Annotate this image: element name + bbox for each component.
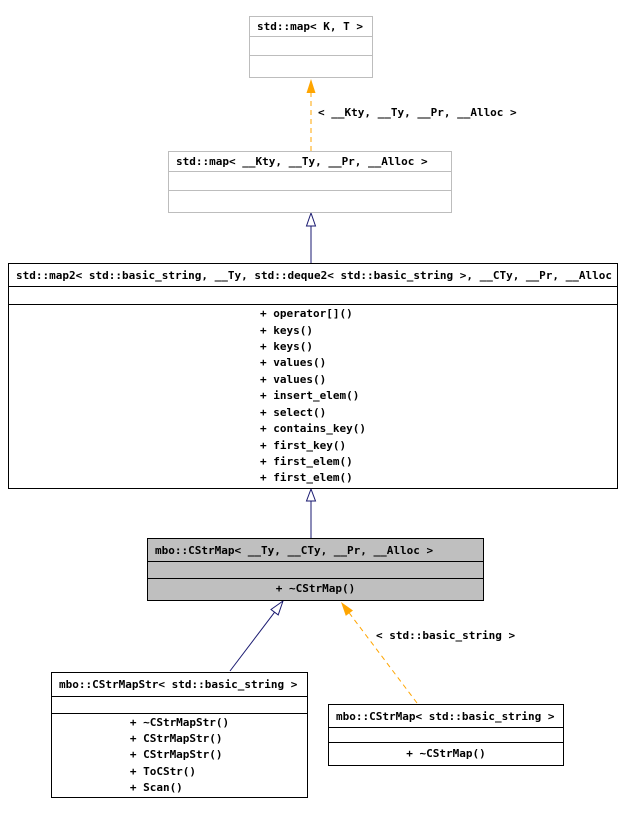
template-arrow-map-instantiation — [306, 79, 316, 151]
method-item: + ~CStrMap() — [275, 582, 356, 596]
methods-section — [169, 191, 451, 212]
method-item: + values() — [260, 356, 327, 370]
method-item: + operator[]() — [260, 307, 353, 321]
methods-section: + operator[]() + keys() + keys() + values()… — [9, 305, 617, 488]
method-item: + first_key() — [260, 438, 347, 452]
method-item: + CStrMapStr() — [129, 732, 223, 746]
method-item: + first_elem() — [260, 471, 353, 485]
method-item: + ~CStrMap() — [406, 746, 486, 760]
class-title: mbo::CStrMapStr< std::basic_string > — [52, 673, 307, 697]
methods-section: + ~CStrMap() — [329, 743, 563, 765]
template-args-label-map: < __Kty, __Ty, __Pr, __Alloc > — [318, 106, 517, 119]
inheritance-arrow-cstrmapstr-cstrmap — [229, 599, 284, 672]
methods-section: + ~CStrMap() — [148, 579, 483, 600]
method-item: + keys() — [260, 340, 313, 354]
template-arrow-cstrmap-basic-string — [341, 602, 418, 704]
method-item: + ToCStr() — [129, 764, 197, 778]
attributes-section — [52, 697, 307, 714]
attributes-section — [169, 172, 451, 191]
method-item: + insert_elem() — [260, 389, 360, 403]
inheritance-arrow-cstrmap-map2 — [305, 487, 317, 539]
class-node-mbo-cstrmap-template[interactable]: mbo::CStrMap< __Ty, __CTy, __Pr, __Alloc… — [147, 538, 484, 601]
class-title: std::map< K, T > — [250, 17, 372, 37]
method-item: + select() — [260, 405, 327, 419]
attributes-section — [250, 37, 372, 56]
attributes-section — [148, 562, 483, 579]
class-title: std::map2< std::basic_string, __Ty, std:… — [9, 264, 617, 287]
method-item: + Scan() — [129, 780, 183, 794]
method-item: + CStrMapStr() — [129, 748, 223, 762]
methods-section: + ~CStrMapStr() + CStrMapStr() + CStrMapSt… — [52, 714, 307, 797]
class-title: mbo::CStrMap< __Ty, __CTy, __Pr, __Alloc… — [148, 539, 483, 562]
class-node-mbo-cstrmapstr[interactable]: mbo::CStrMapStr< std::basic_string > + ~… — [51, 672, 308, 798]
methods-section — [250, 56, 372, 77]
method-item: + ~CStrMapStr() — [129, 715, 230, 729]
class-title: mbo::CStrMap< std::basic_string > — [329, 705, 563, 728]
class-node-std-map-template[interactable]: std::map< __Kty, __Ty, __Pr, __Alloc > — [168, 151, 452, 213]
template-args-label-basic-string: < std::basic_string > — [376, 629, 516, 642]
method-item: + first_elem() — [260, 454, 353, 468]
method-item: + contains_key() — [260, 422, 366, 436]
class-node-std-map2[interactable]: std::map2< std::basic_string, __Ty, std:… — [8, 263, 618, 489]
method-item: + values() — [260, 372, 327, 386]
attributes-section — [9, 287, 617, 305]
class-node-mbo-cstrmap-basic-string[interactable]: mbo::CStrMap< std::basic_string > + ~CSt… — [328, 704, 564, 766]
attributes-section — [329, 728, 563, 743]
inheritance-arrow-map2-map — [305, 211, 317, 264]
class-title: std::map< __Kty, __Ty, __Pr, __Alloc > — [169, 152, 451, 172]
class-node-std-map-k-t[interactable]: std::map< K, T > — [249, 16, 373, 78]
method-item: + keys() — [260, 323, 313, 337]
